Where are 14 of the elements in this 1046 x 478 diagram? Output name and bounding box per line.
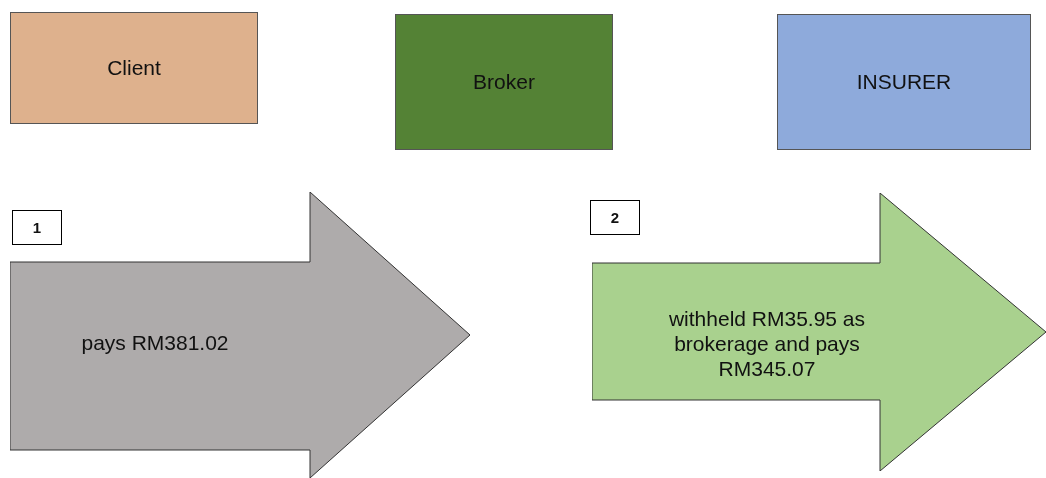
role-label: Broker bbox=[473, 69, 535, 95]
client-box bbox=[10, 12, 258, 124]
step-number: 1 bbox=[32, 218, 42, 237]
step-number-box bbox=[12, 210, 62, 245]
broker-box bbox=[395, 14, 613, 150]
role-label: Client bbox=[107, 55, 161, 81]
block-arrow bbox=[592, 193, 1046, 471]
role-label: INSURER bbox=[856, 69, 952, 95]
arrow-text: pays RM381.02 bbox=[80, 330, 230, 356]
arrow-text: withheld RM35.95 as brokerage and pays RM345.07 bbox=[667, 305, 867, 382]
insurer-box bbox=[777, 14, 1031, 150]
block-arrow bbox=[10, 192, 470, 478]
step-number-box bbox=[590, 200, 640, 235]
step-number: 2 bbox=[610, 208, 620, 227]
